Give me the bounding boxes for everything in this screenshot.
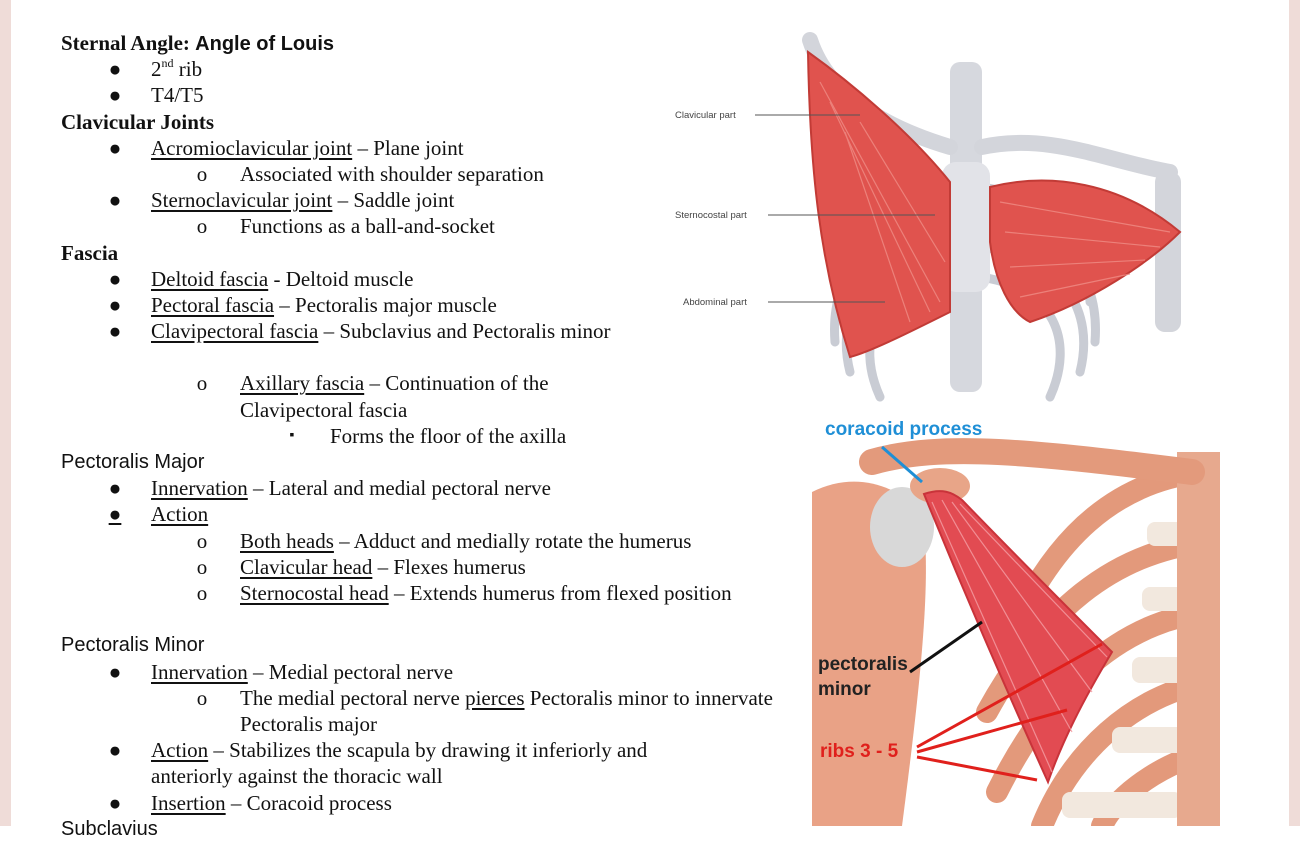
list-item: ● Acromioclavicular joint – Plane joint <box>61 135 781 161</box>
circle-marker: o <box>196 685 208 710</box>
circle-marker: o <box>196 580 208 605</box>
bullet-marker: ● <box>108 292 122 317</box>
page-edge-right <box>1289 0 1300 826</box>
list-item: ● Deltoid fascia - Deltoid muscle <box>61 266 781 292</box>
list-item: ● Clavipectoral fascia – Subclavius and … <box>61 318 611 370</box>
bullet-marker: ● <box>108 266 122 291</box>
list-item: o Functions as a ball-and-socket <box>61 213 781 239</box>
list-item: o Sternocostal head – Extends humerus fr… <box>61 580 770 632</box>
list-item: o Associated with shoulder separation <box>61 161 781 187</box>
list-item: ● Insertion – Coracoid process <box>61 790 781 816</box>
list-item: o The medial pectoral nerve pierces Pect… <box>61 685 830 737</box>
bullet-marker: ● <box>108 57 122 82</box>
list-item: ● Pectoral fascia – Pectoralis major mus… <box>61 292 781 318</box>
pec-major-heading: Pectoralis Major <box>61 451 205 474</box>
circle-marker: o <box>196 371 208 396</box>
bullet-marker: ● <box>108 188 122 213</box>
list-item: ● 2nd rib <box>61 56 781 82</box>
list-item: ● Innervation – Medial pectoral nerve <box>61 659 781 685</box>
label-ribs: ribs 3 - 5 <box>820 741 899 762</box>
label-coracoid-process: coracoid process <box>825 419 982 440</box>
bullet-marker: ● <box>108 502 122 527</box>
list-item: o Both heads – Adduct and medially rotat… <box>61 528 781 554</box>
page-edge-left <box>0 0 11 826</box>
label-sternocostal-part: Sternocostal part <box>675 210 747 221</box>
bullet-marker: ● <box>108 135 122 160</box>
bullet-marker: ● <box>108 83 122 108</box>
list-item: ● T4/T5 <box>61 82 781 108</box>
bullet-marker: ● <box>108 659 122 684</box>
list-item: ● Sternoclavicular joint – Saddle joint <box>61 187 781 213</box>
subclavius-heading-cut: Subclavius <box>61 817 158 840</box>
circle-marker: o <box>196 528 208 553</box>
bullet-marker: ● <box>108 738 122 763</box>
bullet-marker: ● <box>108 790 122 815</box>
sternal-angle-value: Angle of Louis <box>195 33 335 55</box>
pec-minor-heading: Pectoralis Minor <box>61 634 205 657</box>
study-notes: Sternal Angle: Angle of Louis ● 2nd rib … <box>61 30 781 842</box>
clavicular-joints-heading: Clavicular Joints <box>61 109 215 134</box>
circle-marker: o <box>196 554 208 579</box>
list-item: ▪ Forms the floor of the axilla <box>61 423 781 449</box>
list-item: o Clavicular head – Flexes humerus <box>61 554 781 580</box>
label-pectoralis: pectoralis <box>818 654 908 675</box>
label-abdominal-part: Abdominal part <box>683 297 747 308</box>
fascia-heading: Fascia <box>61 240 119 265</box>
list-item: o Axillary fascia – Continuation of the … <box>61 370 610 422</box>
label-minor: minor <box>818 679 871 700</box>
list-item: ● Action – Stabilizes the scapula by dra… <box>61 737 731 789</box>
square-marker: ▪ <box>289 427 295 443</box>
pectoralis-major-illustration: Clavicular part Sternocostal part Abdomi… <box>650 12 1205 408</box>
circle-marker: o <box>196 161 208 186</box>
list-item: ● Action <box>61 501 781 527</box>
bullet-marker: ● <box>108 476 122 501</box>
list-item: ● Innervation – Lateral and medial pecto… <box>61 475 781 501</box>
pectoralis-minor-illustration: coracoid process pectoralis minor ribs 3… <box>812 412 1220 826</box>
label-clavicular-part: Clavicular part <box>675 110 736 121</box>
sternal-angle-heading: Sternal Angle: Angle of Louis <box>61 31 335 55</box>
bullet-marker: ● <box>108 319 122 344</box>
circle-marker: o <box>196 214 208 239</box>
